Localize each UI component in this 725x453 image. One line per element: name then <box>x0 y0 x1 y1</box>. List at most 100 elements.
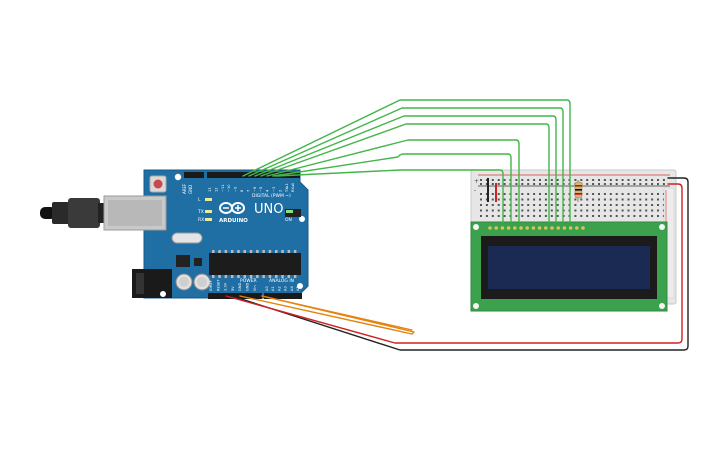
chip-pin <box>275 250 278 253</box>
bb-hole <box>592 198 595 201</box>
lcd-pin <box>531 226 536 230</box>
bb-hole <box>615 209 618 212</box>
lcd-pin <box>513 226 517 230</box>
bb-hole <box>627 198 630 201</box>
power-header <box>208 293 262 299</box>
chip-pin <box>293 250 297 253</box>
bb-hole <box>556 198 559 201</box>
bb-hole <box>592 209 595 212</box>
power-pin-label-1: RESET <box>216 279 220 291</box>
wire-5v[interactable] <box>225 183 683 344</box>
rail-hole <box>639 179 642 181</box>
bb-hole <box>491 204 494 206</box>
digital-pin-label-12: TX▸1 <box>285 183 289 193</box>
bb-hole <box>497 193 500 195</box>
chip-pin <box>281 275 284 278</box>
wire-gnd[interactable] <box>231 177 689 351</box>
arduino-logo <box>219 202 245 214</box>
bb-hole <box>645 193 648 195</box>
usb-cable[interactable] <box>40 198 104 228</box>
rail-hole <box>615 179 618 181</box>
bb-hole <box>527 198 530 201</box>
rail-hole <box>485 183 488 185</box>
lcd-pin <box>506 226 511 230</box>
bb-hole <box>615 198 618 201</box>
bb-hole <box>645 198 648 201</box>
bb-hole <box>539 198 541 201</box>
bb-hole <box>533 198 536 201</box>
bb-hole <box>639 215 642 217</box>
led-tx <box>205 210 212 213</box>
bb-hole <box>598 215 600 217</box>
mount-hole <box>160 291 166 297</box>
wire-d12-to-lcd[interactable] <box>242 99 571 223</box>
rail-hole <box>592 183 595 185</box>
analog-pin-label-0: A0 <box>265 286 269 291</box>
wire-d5-to-lcd[interactable] <box>254 115 557 223</box>
rail-hole <box>515 183 518 185</box>
wire-analog-a[interactable] <box>239 295 415 335</box>
bb-hole <box>651 193 654 195</box>
rail-hole <box>533 183 536 185</box>
chip-pin <box>268 275 272 278</box>
bb-hole <box>550 209 553 212</box>
bb-hole <box>633 209 636 212</box>
bb-hole <box>503 193 506 195</box>
wire-d3-to-lcd[interactable] <box>266 139 520 223</box>
rail-hole <box>609 179 612 181</box>
bb-hole <box>491 193 494 195</box>
bb-hole <box>533 193 536 195</box>
resistor[interactable] <box>574 180 583 202</box>
bb-hole <box>497 215 500 217</box>
rail-hole <box>539 183 541 185</box>
bb-hole <box>598 193 600 195</box>
lcd-16x2[interactable] <box>470 221 668 312</box>
rail-hole <box>657 183 659 185</box>
bb-hole <box>615 204 618 206</box>
atmega-chip <box>209 253 301 275</box>
chip-pin <box>243 275 246 278</box>
lcd-mount-hole <box>659 303 665 309</box>
chip-pin <box>224 275 228 278</box>
bb-hole <box>521 193 524 195</box>
lcd-screen <box>488 246 650 289</box>
lcd-pin <box>575 226 579 230</box>
analog-header <box>264 293 302 299</box>
led-label-l: L <box>198 197 201 203</box>
digital-pin-label-8: ~5 <box>259 187 263 192</box>
bb-hole <box>515 204 518 206</box>
wire-lcd-rs[interactable] <box>275 169 504 223</box>
bb-hole <box>544 215 547 217</box>
reset-button-cap[interactable] <box>153 179 163 189</box>
lcd-pin <box>562 226 567 230</box>
bb-hole <box>574 204 577 206</box>
bb-hole <box>586 204 589 206</box>
rail-hole <box>556 179 559 181</box>
bb-hole <box>574 215 577 217</box>
bb-hole <box>586 215 589 217</box>
rail-hole <box>662 183 665 185</box>
bb-hole <box>544 209 547 212</box>
digital-pin-label-0: 13 <box>208 187 212 192</box>
bb-hole <box>556 204 559 206</box>
bb-hole <box>592 204 595 206</box>
bb-hole <box>621 193 624 195</box>
bb-hole <box>480 193 482 195</box>
wire-d4-to-lcd[interactable] <box>260 123 550 223</box>
chip-pin <box>281 250 284 253</box>
wire-d2-to-lcd[interactable] <box>272 153 512 223</box>
bb-hole <box>651 209 654 212</box>
bb-hole <box>645 209 648 212</box>
lcd-pin <box>568 226 573 230</box>
bb-hole <box>527 204 530 206</box>
wire-analog-b[interactable] <box>261 295 413 331</box>
bb-hole <box>627 193 630 195</box>
rail-hole <box>662 179 665 181</box>
bb-hole <box>574 209 577 212</box>
wire-d11-to-lcd[interactable] <box>248 107 564 223</box>
mount-hole <box>297 283 303 289</box>
